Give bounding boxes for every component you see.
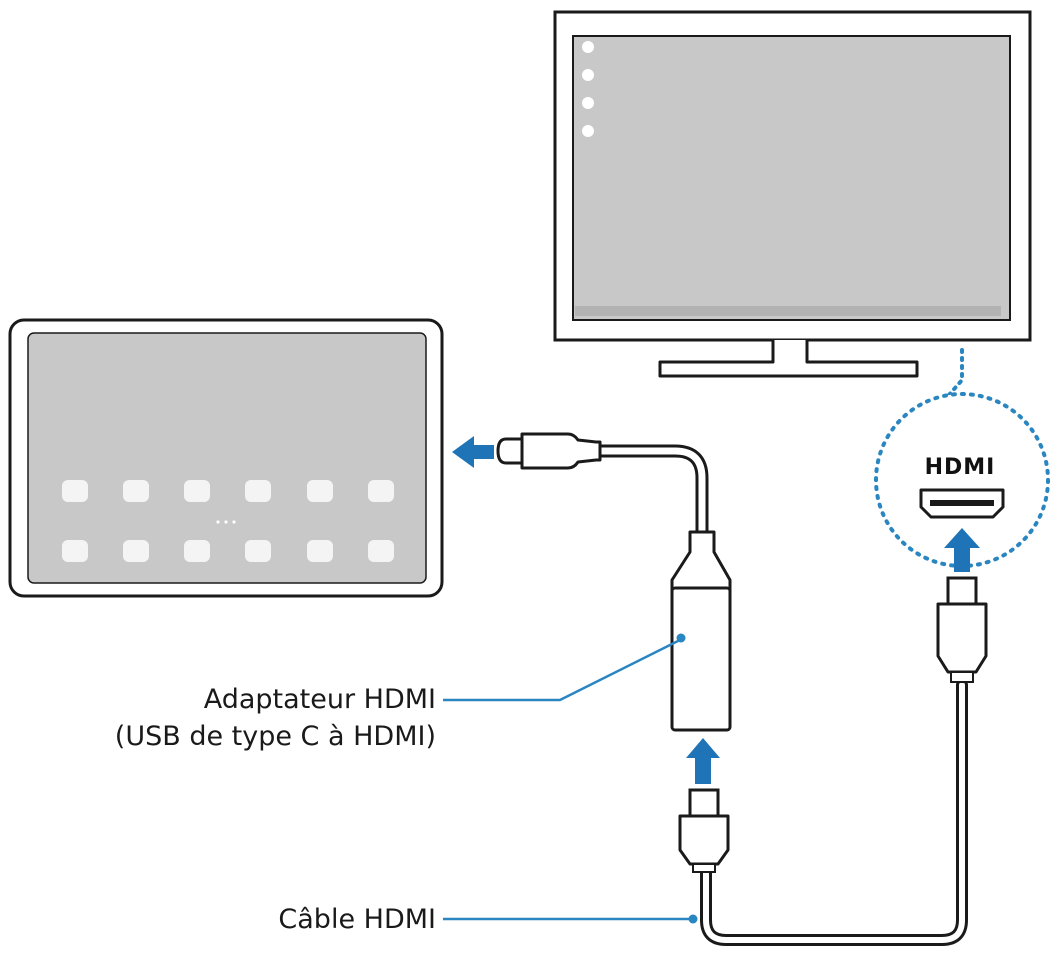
monitor-app-dot [582, 97, 594, 109]
app-icon [307, 540, 333, 562]
app-icon [307, 480, 333, 502]
usb-c-to-hdmi-adapter-icon [670, 530, 732, 732]
hdmi-plug-icon [678, 788, 730, 873]
page-indicator-dot [224, 520, 228, 524]
app-icon [62, 480, 88, 502]
adapter-callout [443, 633, 686, 702]
hdmi-port-icon [919, 488, 1005, 519]
cable-callout [443, 914, 698, 924]
direction-arrow-icon [452, 436, 494, 468]
cable-label: Câble HDMI [278, 904, 436, 935]
app-icon [184, 540, 210, 562]
page-indicator-dot [216, 520, 220, 524]
app-icon [62, 540, 88, 562]
direction-arrow-icon [686, 738, 720, 784]
monitor-app-dot [582, 41, 594, 53]
monitor-app-dot [582, 69, 594, 81]
page-indicator-dot [232, 520, 236, 524]
monitor-icon [553, 10, 1032, 378]
app-icon [368, 480, 394, 502]
usb-c-plug-icon [496, 432, 602, 470]
app-icon [123, 540, 149, 562]
app-icon [123, 480, 149, 502]
port-callout-tail [946, 348, 964, 398]
app-icon [245, 480, 271, 502]
adapter-cord [591, 444, 709, 539]
adapter-label-line2: (USB de type C à HDMI) [115, 721, 436, 752]
app-icon [184, 480, 210, 502]
hdmi-port-callout: HDMI [874, 392, 1050, 568]
adapter-label-line1: Adaptateur HDMI [204, 684, 436, 715]
app-icon [245, 540, 271, 562]
tablet-app-grid [62, 480, 394, 562]
hdmi-cable-cord [700, 679, 968, 946]
hdmi-plug-icon [936, 576, 988, 683]
direction-arrow-icon [944, 528, 980, 572]
tablet-icon [8, 318, 444, 598]
monitor-app-dot [582, 125, 594, 137]
app-icon [368, 540, 394, 562]
hdmi-logo: HDMI [925, 455, 996, 480]
